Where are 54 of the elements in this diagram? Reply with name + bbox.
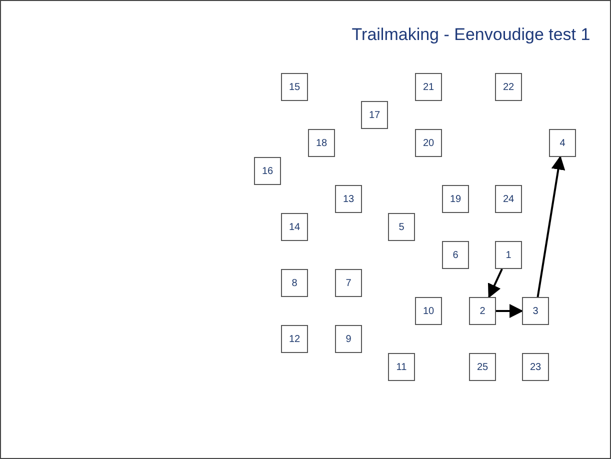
number-box [469, 353, 496, 381]
number-box [442, 185, 469, 213]
number-box [522, 297, 549, 325]
box-number: 24 [502, 194, 514, 204]
box-number: 1 [506, 250, 512, 260]
number-box [335, 185, 362, 213]
box-number: 8 [292, 278, 298, 288]
number-box [335, 269, 362, 297]
box-number: 22 [502, 82, 514, 92]
box-number: 15 [288, 82, 300, 92]
number-box [415, 73, 442, 101]
box-number: 16 [262, 166, 274, 176]
number-box [388, 353, 415, 381]
number-box [335, 325, 362, 353]
box-number: 18 [316, 138, 328, 148]
box-number: 14 [288, 222, 300, 232]
box-number: 17 [368, 110, 380, 120]
number-box [522, 353, 549, 381]
box-number: 21 [422, 82, 434, 92]
number-box [254, 157, 281, 185]
box-number: 25 [476, 362, 488, 372]
number-box [415, 297, 442, 325]
arrow [496, 304, 524, 318]
number-box [281, 213, 308, 241]
box-number: 13 [342, 194, 354, 204]
number-box [495, 185, 522, 213]
number-box [281, 73, 308, 101]
box-number: 3 [532, 306, 538, 316]
number-box [281, 269, 308, 297]
number-box [442, 241, 469, 269]
number-box [281, 325, 308, 353]
box-number: 19 [450, 194, 462, 204]
box-number: 20 [422, 138, 434, 148]
number-box [495, 73, 522, 101]
box-number: 11 [396, 362, 407, 372]
number-box [388, 213, 415, 241]
box-number: 5 [398, 222, 404, 232]
box-number: 12 [288, 334, 300, 344]
number-box [361, 101, 388, 129]
box-number: 10 [422, 306, 434, 316]
box-number: 7 [346, 278, 352, 288]
number-box [549, 129, 576, 157]
number-box [469, 297, 496, 325]
arrow [536, 156, 566, 298]
box-number: 23 [530, 362, 542, 372]
number-box [415, 129, 442, 157]
arrow [488, 268, 503, 298]
box-number: 9 [346, 334, 352, 344]
slide-title: Trailmaking - Eenvoudige test 1 [350, 25, 592, 45]
number-box [495, 241, 522, 269]
box-number: 4 [560, 138, 566, 148]
box-number: 6 [452, 250, 458, 260]
box-number: 2 [480, 306, 486, 316]
number-box [308, 129, 335, 157]
